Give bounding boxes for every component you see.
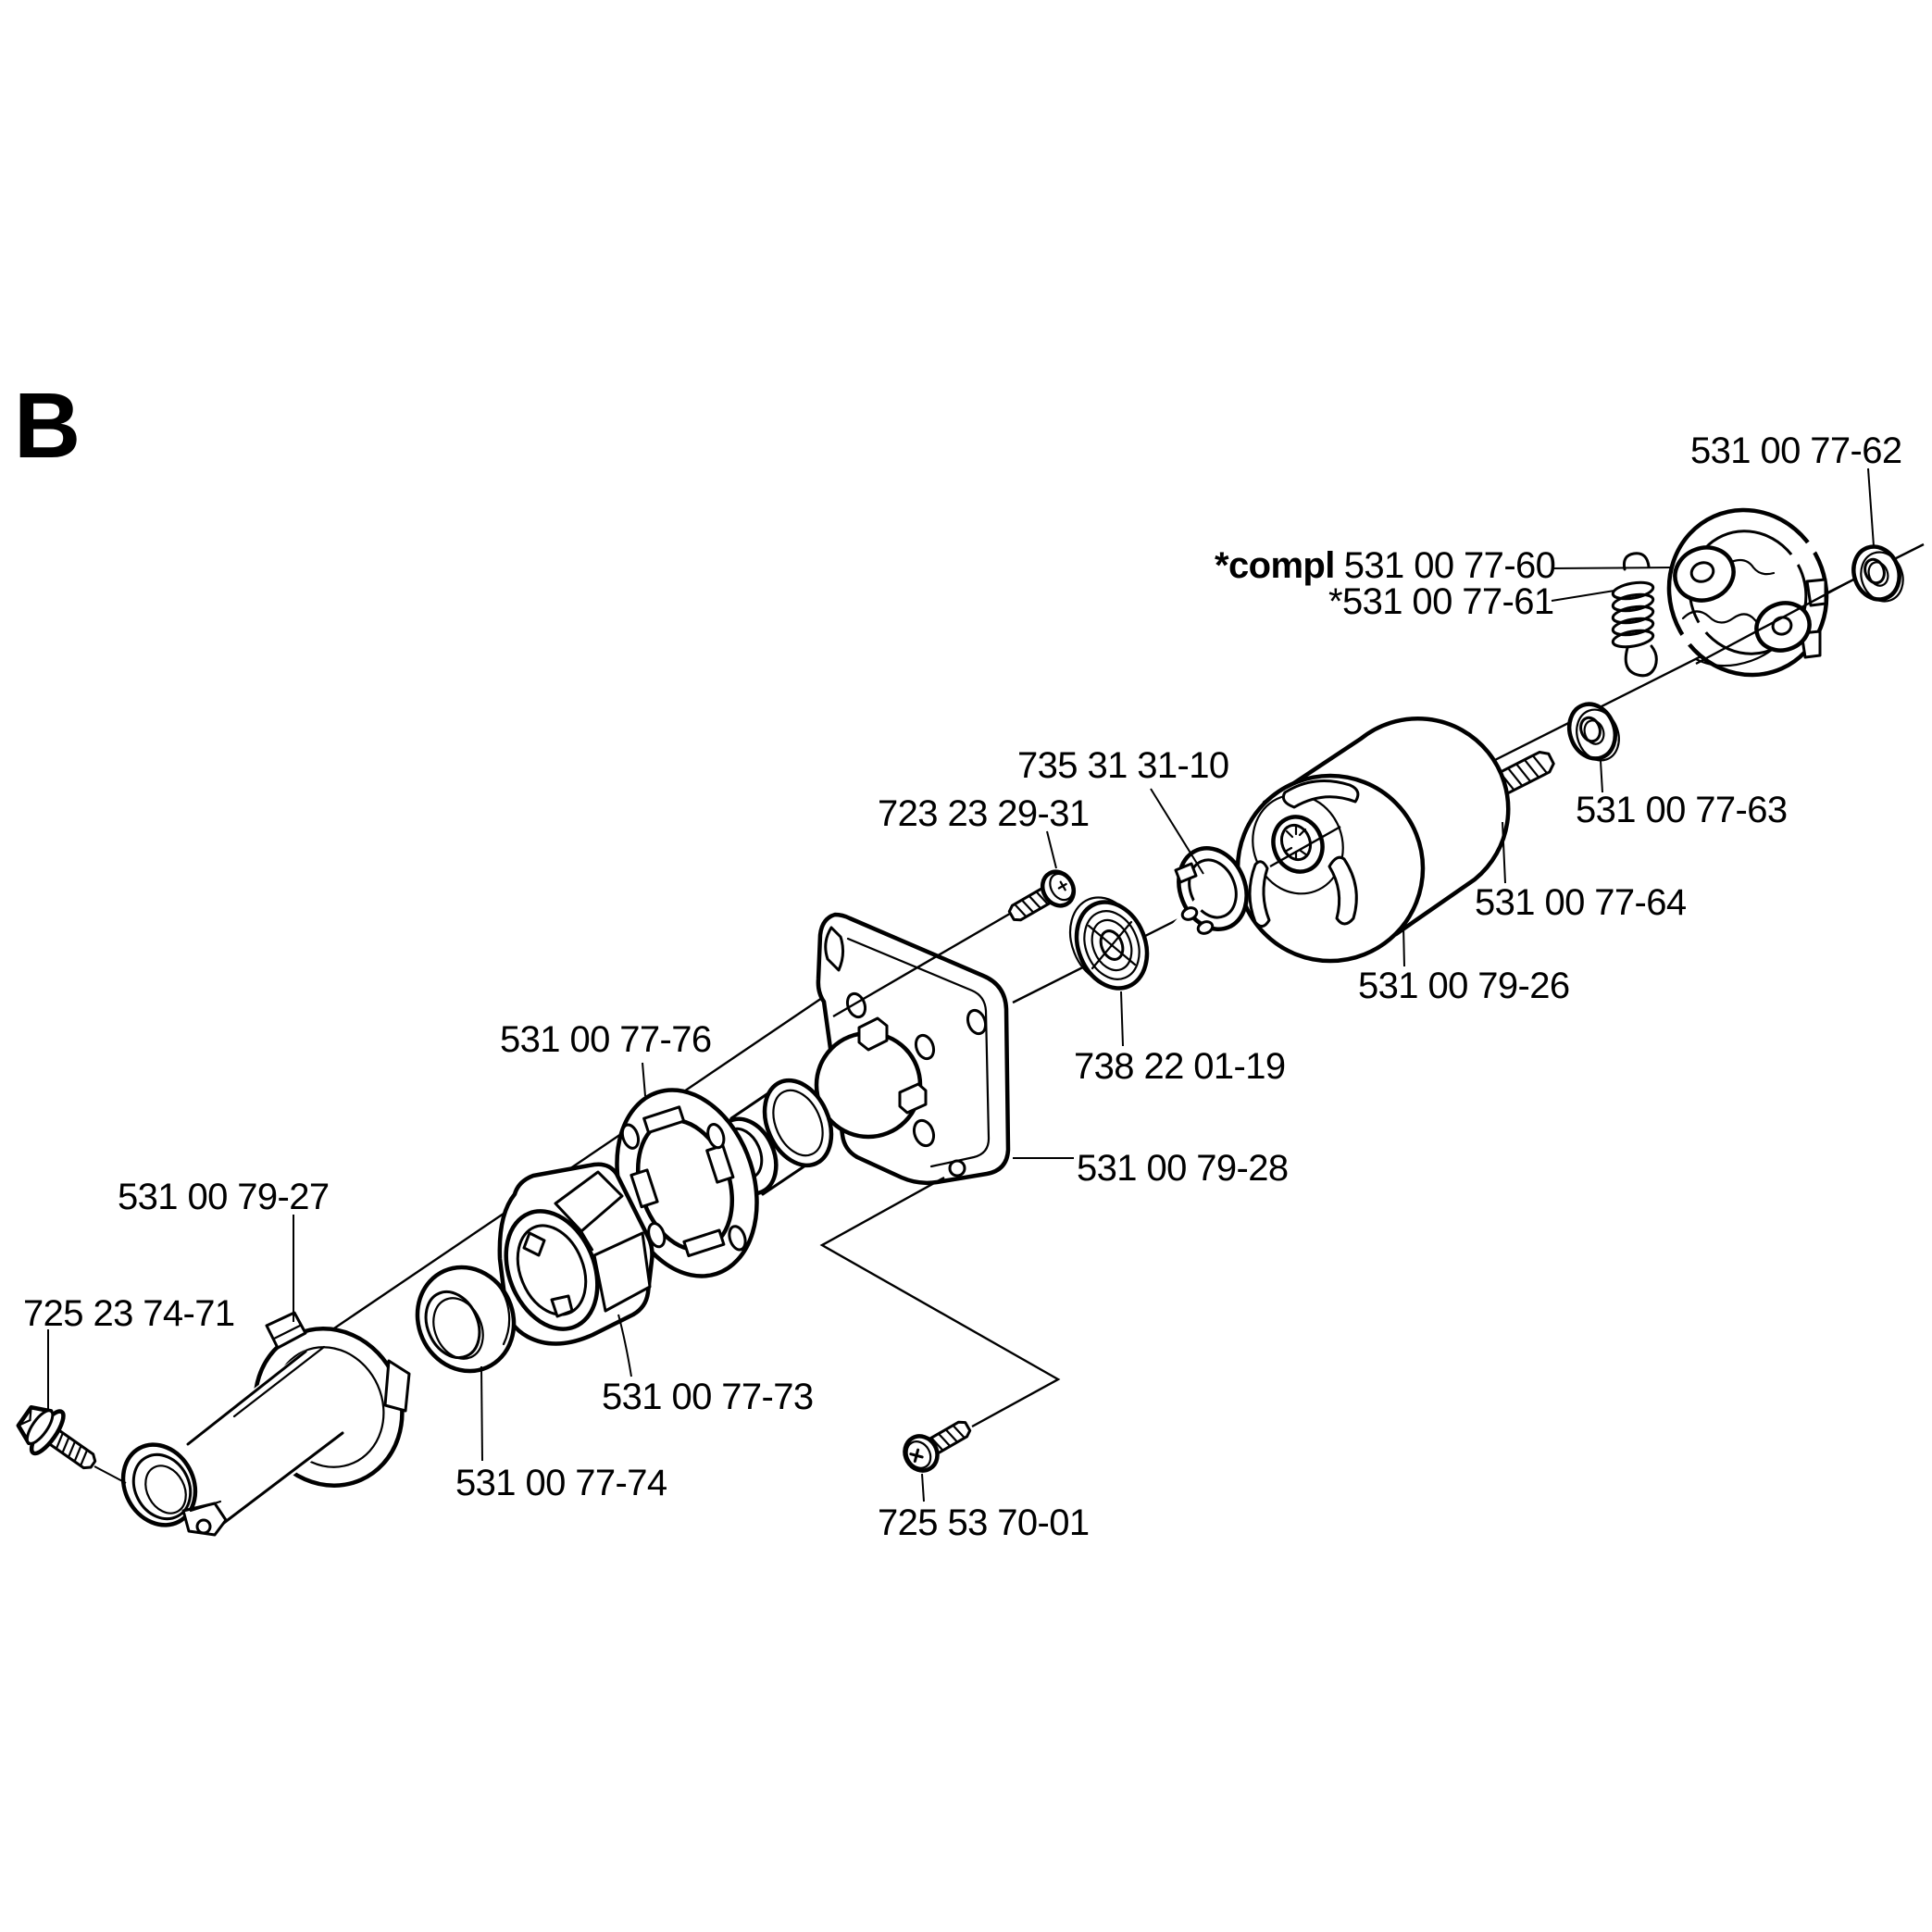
label-clutch-bolt: 531 00 77-64 bbox=[1475, 882, 1687, 923]
label-inner-washer: 531 00 77-63 bbox=[1576, 790, 1788, 830]
plate-screw-axis-line bbox=[832, 909, 1016, 1018]
housing-screw bbox=[819, 1176, 1061, 1473]
bushing bbox=[415, 1265, 517, 1374]
circlip-tab bbox=[1174, 862, 1198, 884]
section-marker: B bbox=[14, 374, 81, 478]
clamp-tab-hole bbox=[195, 1518, 212, 1535]
inner-washer bbox=[1566, 702, 1620, 762]
coupler-castellation bbox=[592, 1231, 652, 1313]
clamp-step bbox=[383, 1359, 411, 1413]
slotted-plate bbox=[615, 1088, 759, 1278]
housing-hole bbox=[966, 1008, 988, 1036]
drum-slot bbox=[1281, 779, 1360, 809]
coupler-castellation bbox=[554, 1170, 624, 1233]
circlip bbox=[1169, 846, 1249, 936]
label-slotted-plate: 531 00 77-76 bbox=[500, 1019, 712, 1060]
plate-hole bbox=[728, 1225, 747, 1252]
housing-collar bbox=[762, 1078, 834, 1168]
label-housing-screw: 725 53 70-01 bbox=[878, 1502, 1090, 1543]
leader-lines bbox=[47, 467, 1875, 1502]
label-gear-housing: 531 00 79-28 bbox=[1077, 1148, 1289, 1189]
bearing bbox=[1068, 896, 1150, 991]
housing-key-tab bbox=[857, 1016, 889, 1052]
plate-hole bbox=[620, 1123, 641, 1150]
label-circlip: 735 31 31-10 bbox=[1017, 745, 1229, 786]
housing-corner-notch bbox=[824, 926, 845, 972]
outer-washer bbox=[1851, 544, 1904, 603]
housing-hole bbox=[912, 1118, 936, 1148]
housing-hole bbox=[914, 1033, 936, 1061]
label-bushing: 531 00 77-74 bbox=[455, 1463, 667, 1503]
plate-screw bbox=[1007, 869, 1077, 922]
housing-hole bbox=[948, 1159, 966, 1178]
housing-key-tab bbox=[898, 1082, 928, 1115]
label-bearing: 738 22 01-19 bbox=[1074, 1046, 1286, 1087]
clamp-bolt bbox=[16, 1405, 127, 1484]
drum-slot bbox=[1327, 855, 1358, 926]
label-clutch-drum: 531 00 79-26 bbox=[1358, 966, 1570, 1006]
clutch-drum bbox=[1235, 717, 1511, 964]
drum-slot bbox=[1248, 860, 1271, 928]
housing-screw-path-line bbox=[819, 1176, 1061, 1428]
label-plate-screw: 723 23 29-31 bbox=[878, 793, 1090, 834]
label-clutch-spring: *531 00 77-61 bbox=[1328, 581, 1554, 622]
clutch-assembly bbox=[1666, 507, 1856, 678]
label-outer-washer: 531 00 77-62 bbox=[1690, 430, 1902, 471]
clamp-lug bbox=[265, 1311, 307, 1350]
clamp-housing bbox=[120, 1311, 411, 1537]
label-clamp-bolt: 725 23 74-71 bbox=[23, 1293, 235, 1334]
label-clamp-housing: 531 00 79-27 bbox=[118, 1177, 330, 1217]
label-coupler: 531 00 77-73 bbox=[602, 1377, 814, 1417]
plate-hole bbox=[706, 1123, 726, 1150]
clutch-side-tab bbox=[1805, 578, 1827, 607]
clutch-spring bbox=[1611, 552, 1658, 678]
